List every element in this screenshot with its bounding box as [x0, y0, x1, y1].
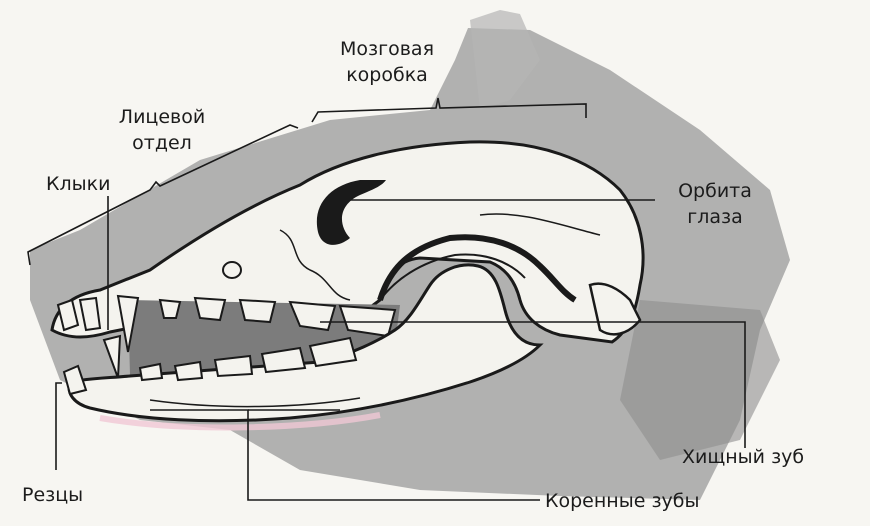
lower-teeth — [62, 334, 358, 396]
brain-case-label-line2: коробка — [346, 64, 428, 86]
pointer-lines — [27, 97, 746, 501]
molars-pointer — [150, 409, 540, 501]
facial-section-label-line2: отдел — [132, 132, 192, 154]
upper-teeth — [56, 294, 397, 353]
brain-case-label-line1: Мозговая — [340, 38, 434, 60]
brain-case-label: Мозговая коробка — [322, 38, 452, 86]
canines-label: Клыки — [46, 173, 111, 195]
incisors-pointer — [55, 382, 62, 470]
facial-section-label-line1: Лицевой — [118, 106, 206, 128]
eye-orbit-label-line2: глаза — [687, 206, 743, 228]
facial-section-label: Лицевой отдел — [98, 106, 226, 154]
upper-canine — [116, 294, 140, 353]
orbit-shape — [316, 180, 386, 245]
incisors-label: Резцы — [22, 484, 84, 506]
eye-orbit-label: Орбита глаза — [660, 180, 770, 228]
mandible — [67, 263, 544, 431]
brain-case-bracket — [311, 97, 587, 123]
lower-canine — [102, 334, 122, 379]
carnassial-tooth-label: Хищный зуб — [682, 446, 805, 468]
molars-label: Коренные зубы — [545, 490, 700, 512]
facial-section-bracket — [27, 124, 299, 266]
eye-orbit-label-line1: Орбита — [678, 180, 752, 202]
carnassial-pointer — [320, 321, 746, 448]
